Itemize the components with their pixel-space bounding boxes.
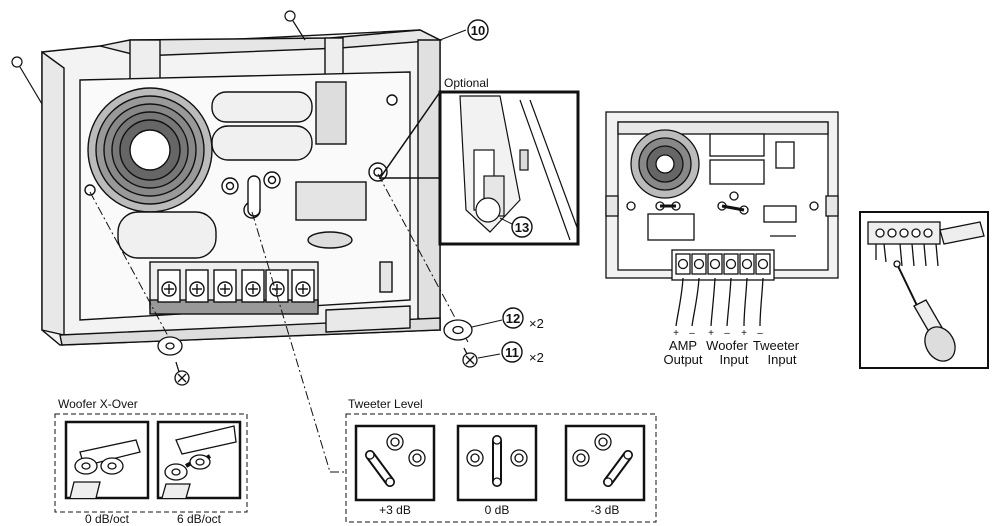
callout-13-text: 13	[515, 220, 529, 235]
mounting-pins	[11, 10, 467, 105]
tweeter-option-0-label: 0 dB	[485, 503, 510, 517]
woofer-option-0db	[64, 420, 150, 500]
screwdriver-inset	[859, 211, 989, 369]
main-crossover-unit	[41, 29, 443, 346]
polarity-sign-5: +	[741, 328, 747, 339]
tweeter-option-plus3	[354, 424, 436, 502]
polarity-sign-4: –	[724, 328, 730, 339]
capacitor-middle	[211, 125, 313, 161]
terminal-strip	[149, 261, 319, 315]
callout-10-text: 10	[471, 23, 485, 38]
amp-output-line1: AMP	[669, 338, 697, 353]
polarity-sign-1: +	[673, 328, 679, 339]
capacitor-left	[117, 211, 217, 259]
speaker-wires	[675, 277, 764, 327]
tweeter-input-line1: Tweeter	[753, 338, 800, 353]
tweeter-level-panel: Tweeter Level +3 dB	[345, 397, 657, 523]
terminal-group-labels: AMP Output Woofer Input Tweeter Input	[663, 338, 799, 367]
callout-13	[511, 216, 533, 238]
optional-inset: Optional 13	[378, 76, 580, 246]
woofer-xover-title: Woofer X-Over	[58, 397, 138, 411]
quantity-11: ×2	[529, 350, 544, 365]
callout-10: 10	[467, 19, 489, 41]
capacitor-top	[211, 91, 313, 123]
tweeter-level-title: Tweeter Level	[348, 397, 423, 411]
woofer-option-0db-label: 0 dB/oct	[85, 512, 130, 526]
inductor-coil	[87, 87, 213, 213]
polarity-sign-3: +	[708, 328, 714, 339]
terminal-polarity-signs: + – + – + –	[673, 328, 763, 339]
callout-11-text: 11	[505, 345, 519, 360]
callout-12: 12 ×2	[471, 307, 544, 331]
tweeter-option-minus3	[564, 424, 646, 502]
optional-label: Optional	[444, 76, 489, 90]
polarity-sign-2: –	[689, 328, 695, 339]
washer-12	[443, 319, 473, 341]
resistor-block	[315, 81, 347, 145]
washer-left	[157, 336, 183, 356]
screw-11	[462, 347, 478, 368]
leader-lines	[89, 173, 469, 473]
front-view-unit	[605, 111, 839, 281]
quantity-12: ×2	[529, 316, 544, 331]
screw-left	[174, 361, 190, 386]
callout-12-text: 12	[506, 311, 520, 326]
tweeter-input-line2: Input	[768, 352, 797, 367]
amp-output-line2: Output	[663, 352, 702, 367]
tweeter-option-0	[456, 424, 538, 502]
woofer-xover-panel: Woofer X-Over 0 dB/oct 6 dB/oct	[54, 397, 248, 526]
tweeter-option-plus3-label: +3 dB	[379, 503, 411, 517]
woofer-option-6db	[156, 420, 242, 500]
woofer-input-line2: Input	[720, 352, 749, 367]
tweeter-option-minus3-label: -3 dB	[591, 503, 620, 517]
callout-11: 11 ×2	[477, 341, 544, 365]
woofer-input-line1: Woofer	[706, 338, 748, 353]
relay-block	[295, 181, 367, 221]
woofer-option-6db-label: 6 dB/oct	[177, 512, 222, 526]
polarity-sign-6: –	[757, 328, 763, 339]
